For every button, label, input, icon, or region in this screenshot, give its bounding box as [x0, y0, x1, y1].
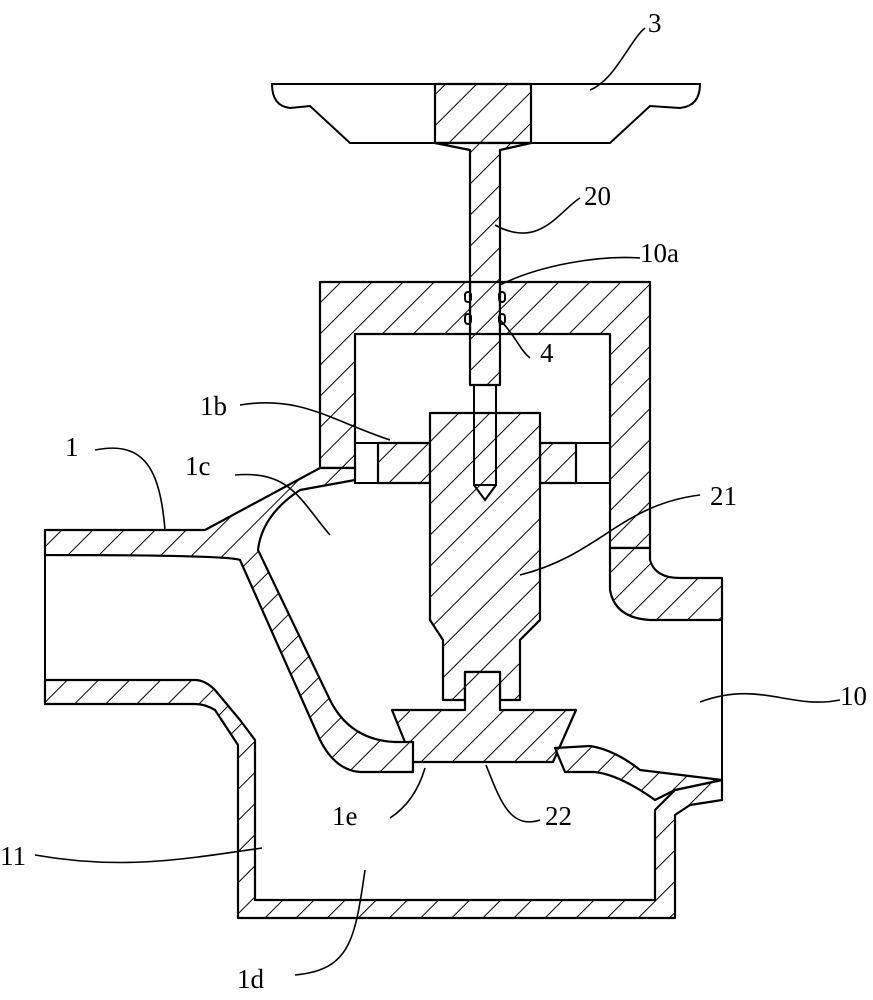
label-outlet: 10 [840, 681, 867, 711]
label-body: 1 [65, 432, 79, 462]
part-labels: 3 20 10a 4 1b 1 1c 21 10 11 1e 22 1d [0, 8, 867, 994]
spool [428, 384, 542, 702]
label-upper-chamber: 1c [185, 451, 211, 481]
label-valve-port: 1e [332, 801, 358, 831]
leader-lines [34, 27, 841, 976]
label-stem: 20 [584, 181, 611, 211]
valve-disc [390, 670, 578, 764]
label-spool: 21 [710, 481, 737, 511]
label-inlet: 11 [0, 841, 26, 871]
label-lower-chamber: 1d [237, 964, 265, 994]
valve-body [43, 466, 724, 920]
handwheel [270, 82, 702, 145]
label-seal-ring: 4 [540, 338, 554, 368]
label-guide-plate: 1b [200, 391, 227, 421]
seal-rings [464, 291, 506, 325]
label-handwheel: 3 [648, 8, 662, 38]
label-valve-disc: 22 [545, 801, 572, 831]
label-seal-groove: 10a [640, 238, 679, 268]
